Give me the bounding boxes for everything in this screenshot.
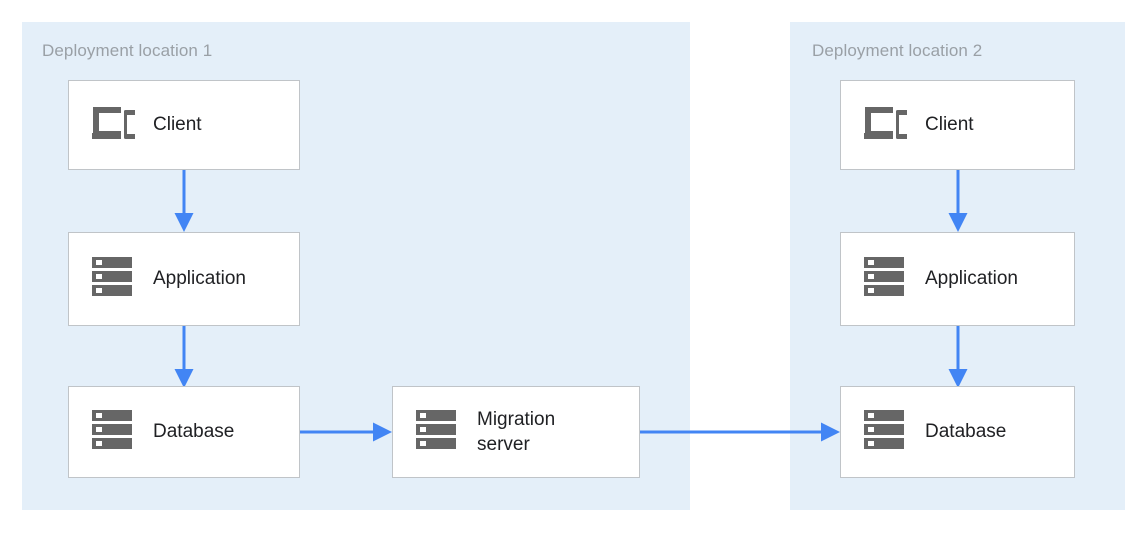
server-icon [91, 408, 135, 457]
deployment-zone-1-label: Deployment location 1 [42, 41, 213, 60]
edge-client2-to-app2 [944, 168, 972, 234]
deployment-zone-2-label: Deployment location 2 [812, 41, 983, 60]
server-icon [863, 408, 907, 457]
edge-client1-to-app1 [170, 168, 198, 234]
node-application-2-label: Application [925, 268, 1018, 290]
edge-db1-to-migration [298, 418, 394, 446]
node-application-1[interactable]: Application [68, 232, 300, 326]
server-icon [863, 255, 907, 304]
node-database-2-label: Database [925, 421, 1007, 443]
node-application-1-label: Application [153, 268, 246, 290]
node-database-2[interactable]: Database [840, 386, 1075, 478]
node-migration-server[interactable]: Migration server [392, 386, 640, 478]
devices-icon [91, 105, 140, 146]
node-application-2[interactable]: Application [840, 232, 1075, 326]
devices-icon [863, 105, 912, 146]
server-icon [91, 255, 135, 304]
node-client-2[interactable]: Client [840, 80, 1075, 170]
edge-app1-to-db1 [170, 324, 198, 390]
node-database-1[interactable]: Database [68, 386, 300, 478]
edge-app2-to-db2 [944, 324, 972, 390]
node-client-1[interactable]: Client [68, 80, 300, 170]
node-client-1-label: Client [153, 114, 202, 136]
edge-migration-to-db2 [638, 418, 842, 446]
node-client-2-label: Client [925, 114, 974, 136]
node-migration-server-label: Migration server [477, 408, 556, 455]
server-icon [415, 408, 459, 457]
node-database-1-label: Database [153, 421, 235, 443]
